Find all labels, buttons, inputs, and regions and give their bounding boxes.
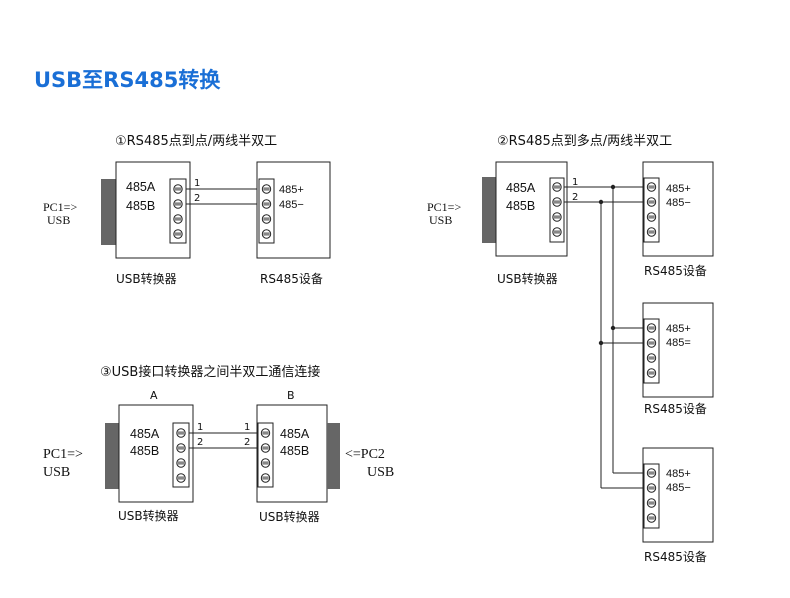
diagram-2-wire-1-label: 1 (572, 177, 578, 188)
diagram-3-label-b: B (287, 389, 295, 402)
diagram-1-converter-485a: 485A (126, 180, 156, 194)
diagram-2-device-3-485plus: 485+ (666, 468, 691, 480)
diagram-2-device-2-485minus: 485= (666, 337, 691, 349)
diagram-2-device-1-485minus: 485− (666, 197, 691, 209)
diagram-2-converter-terminal (549, 177, 565, 243)
diagram-3-pc2-label: <=PC2 (345, 447, 385, 462)
diagram-2-caption: ②RS485点到多点/两线半双工 (497, 133, 672, 149)
diagram-2-bus (564, 186, 644, 489)
diagram-1-converter-485b: 485B (126, 199, 155, 213)
diagram-1-device-terminal (258, 178, 275, 244)
diagram-3-right-485a: 485A (280, 427, 310, 441)
diagram-1: ①RS485点到点/两线半双工 PC1=> USB 485A 485B 1 2 … (43, 134, 331, 286)
diagram-1-pc-label: PC1=> (43, 200, 77, 214)
diagram-3-right-usb-plug (327, 423, 340, 489)
diagram-2: ②RS485点到多点/两线半双工 PC1=> USB 485A 485B 1 2 (427, 133, 714, 564)
diagram-3-left-caption: USB转换器 (118, 508, 179, 523)
diagram-2-device-3-485minus: 485− (666, 482, 691, 494)
diagram-2-junctions (598, 184, 616, 346)
diagram-2-device-3-caption: RS485设备 (644, 550, 707, 564)
diagram-1-usb-plug (101, 179, 116, 245)
diagram-3-caption: ③USB接口转换器之间半双工通信连接 (100, 364, 320, 380)
diagram-2-converter-485a: 485A (506, 181, 536, 195)
diagram-1-device-caption: RS485设备 (260, 272, 323, 286)
diagram-3-label-a: A (150, 389, 158, 402)
diagram-3-left-usb-plug (105, 423, 119, 489)
diagram-2-wire-2-label: 2 (572, 192, 578, 203)
diagram-2-device-1-485plus: 485+ (666, 183, 691, 195)
diagram-1-wire-2-label: 2 (194, 193, 200, 204)
diagram-3-left-485a: 485A (130, 427, 160, 441)
diagram-2-usb-plug (482, 177, 496, 243)
diagram-3-right-485b: 485B (280, 444, 309, 458)
diagram-3-right-wire-1-label: 1 (244, 422, 250, 433)
diagram-1-converter-caption: USB转换器 (116, 271, 177, 286)
diagram-2-pc-label: PC1=> (427, 200, 461, 214)
diagram-2-converter-caption: USB转换器 (497, 271, 558, 286)
diagram-2-device-2-caption: RS485设备 (644, 402, 707, 416)
diagram-3-pc1-usb-label: USB (43, 465, 70, 480)
diagram-3-left-wire-1-label: 1 (197, 422, 203, 433)
diagram-3-left-wire-2-label: 2 (197, 437, 203, 448)
diagram-2-device-1-caption: RS485设备 (644, 264, 707, 278)
diagram-3-right-caption: USB转换器 (259, 509, 320, 524)
diagram-3-left-485b: 485B (130, 444, 159, 458)
diagram-2-usb-label: USB (429, 213, 452, 227)
diagram-1-device-485minus: 485− (279, 199, 304, 211)
diagram-3: ③USB接口转换器之间半双工通信连接 A B PC1=> USB 485A 48… (43, 364, 394, 524)
page-title: USB至RS485转换 (34, 68, 221, 92)
diagram-2-device-2-terminal (643, 318, 660, 384)
diagram-2-device-3-terminal (643, 463, 660, 529)
diagram-1-usb-label: USB (47, 213, 70, 227)
diagram-2-converter-485b: 485B (506, 199, 535, 213)
diagram-1-caption: ①RS485点到点/两线半双工 (115, 134, 277, 149)
diagram-3-left-terminal (172, 422, 190, 488)
diagram-1-wire-1-label: 1 (194, 178, 200, 189)
diagram-1-converter-terminal (169, 178, 187, 244)
diagram-2-device-1-terminal (643, 177, 660, 243)
diagram-3-pc2-usb-label: USB (367, 465, 394, 480)
diagram-3-right-wire-2-label: 2 (244, 437, 250, 448)
diagram-1-device-485plus: 485+ (279, 184, 304, 196)
diagram-3-right-terminal (257, 422, 274, 488)
diagram-3-pc1-label: PC1=> (43, 447, 83, 462)
diagram-2-device-2-485plus: 485+ (666, 323, 691, 335)
